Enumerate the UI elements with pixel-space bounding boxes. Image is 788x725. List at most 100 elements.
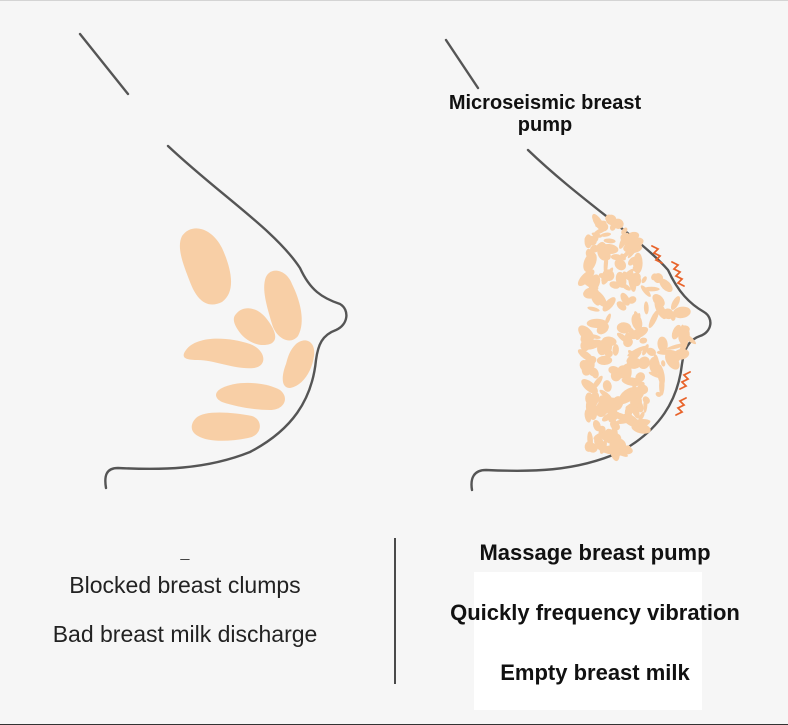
milk-particle bbox=[598, 425, 606, 433]
left-milk-clumps bbox=[179, 228, 315, 441]
milk-particle bbox=[625, 391, 633, 399]
vibration-marks bbox=[651, 245, 691, 416]
milk-particle bbox=[652, 293, 665, 307]
milk-particle bbox=[643, 396, 648, 413]
milk-particle bbox=[672, 354, 681, 362]
clump bbox=[179, 228, 232, 305]
milk-particle bbox=[592, 213, 605, 232]
milk-particle bbox=[648, 371, 664, 379]
milk-particle bbox=[602, 297, 616, 312]
milk-particle bbox=[621, 227, 628, 235]
milk-particle bbox=[587, 259, 596, 265]
milk-particle bbox=[661, 360, 666, 367]
milk-particle bbox=[630, 419, 650, 424]
milk-particle bbox=[633, 311, 641, 327]
milk-particle bbox=[580, 333, 590, 344]
milk-particle bbox=[620, 233, 631, 245]
milk-particle bbox=[626, 357, 642, 369]
milk-particle bbox=[587, 391, 600, 410]
milk-particle bbox=[607, 402, 618, 420]
milk-particle bbox=[631, 274, 642, 287]
milk-particle bbox=[610, 254, 622, 261]
clump bbox=[233, 308, 276, 346]
milk-particle bbox=[616, 332, 630, 344]
milk-particle bbox=[584, 409, 592, 423]
milk-particle bbox=[642, 344, 649, 356]
milk-particle bbox=[598, 244, 606, 260]
clump bbox=[264, 270, 302, 341]
milk-particle bbox=[628, 349, 636, 359]
milk-particle bbox=[608, 445, 628, 457]
milk-particle bbox=[591, 234, 599, 243]
milk-particle bbox=[616, 322, 632, 334]
milk-particle bbox=[604, 313, 611, 325]
left-caption-discharge: Bad breast milk discharge bbox=[52, 621, 318, 647]
milk-particle bbox=[627, 296, 637, 304]
milk-particle bbox=[602, 380, 612, 392]
milk-particle bbox=[620, 253, 626, 261]
milk-particle bbox=[614, 258, 627, 271]
vibration-icon bbox=[651, 245, 663, 264]
milk-particle bbox=[659, 278, 673, 293]
milk-particle bbox=[579, 360, 590, 372]
right-caption-empty: Empty breast milk bbox=[500, 660, 690, 685]
milk-particle bbox=[662, 308, 674, 320]
milk-particle bbox=[646, 347, 656, 356]
milk-particle bbox=[621, 363, 632, 382]
milk-particle bbox=[612, 344, 619, 356]
milk-particle bbox=[584, 234, 593, 249]
milk-particle bbox=[648, 309, 659, 328]
left-breast-outline bbox=[78, 32, 348, 490]
left-caption-blocked: Blocked breast clumps bbox=[69, 572, 301, 598]
milk-particle bbox=[597, 339, 610, 356]
right-caption-massage: Massage breast pump bbox=[479, 540, 711, 565]
right-milk-particles bbox=[577, 213, 697, 462]
milk-particle bbox=[638, 421, 644, 431]
milk-particle bbox=[598, 273, 611, 281]
right-caption-panel bbox=[474, 572, 702, 710]
milk-particle bbox=[679, 343, 686, 354]
milk-particle bbox=[672, 306, 691, 319]
breast-diagram bbox=[78, 32, 712, 492]
milk-particle bbox=[598, 395, 609, 414]
milk-particle bbox=[655, 391, 662, 397]
milk-particle bbox=[581, 379, 598, 394]
milk-particle bbox=[621, 377, 643, 387]
milk-particle bbox=[641, 276, 647, 284]
milk-particle bbox=[649, 356, 660, 374]
milk-particle bbox=[615, 271, 627, 288]
milk-particle bbox=[600, 232, 612, 237]
clump bbox=[191, 412, 260, 441]
left-dash: _ bbox=[180, 544, 190, 561]
milk-particle bbox=[593, 432, 604, 441]
vibration-icon bbox=[679, 371, 691, 390]
milk-particle bbox=[612, 218, 624, 229]
milk-particle bbox=[643, 301, 649, 315]
milk-particle bbox=[603, 238, 616, 244]
milk-particle bbox=[659, 375, 665, 396]
milk-particle bbox=[670, 296, 681, 310]
milk-particle bbox=[639, 337, 648, 344]
right-breast bbox=[444, 38, 712, 492]
milk-particle bbox=[577, 269, 595, 286]
milk-particle bbox=[585, 248, 593, 259]
milk-particle bbox=[638, 356, 650, 370]
milk-particle bbox=[620, 292, 630, 306]
milk-particle bbox=[596, 355, 613, 366]
vibration-icon bbox=[671, 261, 685, 287]
milk-particle bbox=[590, 367, 599, 379]
milk-particle bbox=[587, 431, 593, 448]
milk-particle bbox=[638, 411, 645, 421]
milk-particle bbox=[583, 287, 599, 299]
milk-particle bbox=[624, 403, 635, 417]
milk-particle bbox=[625, 331, 637, 339]
vibration-icon bbox=[675, 397, 687, 416]
right-caption-vibration: Quickly frequency vibration bbox=[450, 600, 740, 625]
milk-particle bbox=[612, 397, 624, 409]
clump bbox=[216, 382, 285, 410]
milk-particle bbox=[587, 306, 600, 312]
left-breast bbox=[78, 32, 348, 490]
milk-particle bbox=[635, 333, 642, 340]
milk-particle bbox=[611, 424, 618, 439]
milk-particle bbox=[628, 256, 637, 266]
